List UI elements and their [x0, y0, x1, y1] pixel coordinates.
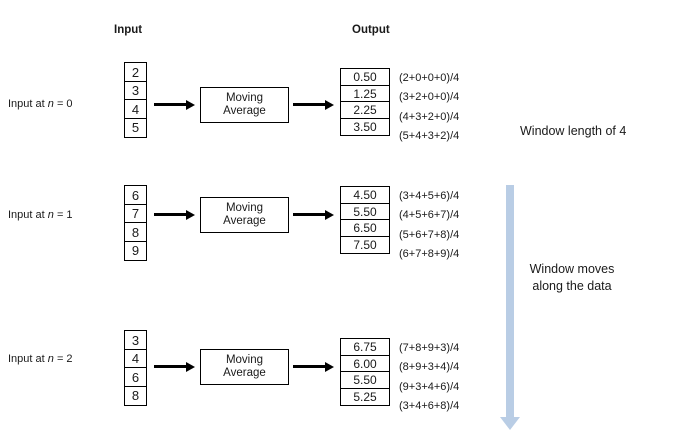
output-cell: 0.50 — [340, 68, 390, 86]
input-header: Input — [114, 24, 143, 36]
formula: (3+4+6+8)/4 — [399, 400, 460, 413]
input-cell: 4 — [124, 348, 147, 369]
formula: (4+5+6+7)/4 — [399, 209, 460, 222]
arrow-head — [325, 209, 334, 220]
output-cell: 5.50 — [340, 371, 390, 389]
formula: (3+4+5+6)/4 — [399, 189, 460, 202]
formula: (5+4+3+2)/4 — [399, 130, 460, 143]
input-cell: 9 — [124, 240, 147, 261]
input-column: 3 4 6 8 — [124, 330, 147, 406]
output-cell: 3.50 — [340, 117, 390, 136]
arrow-right-icon — [154, 361, 195, 372]
input-cell: 8 — [124, 385, 147, 406]
arrow-head — [325, 361, 334, 372]
window-length-note: Window length of 4 — [520, 124, 627, 138]
input-cell: 6 — [124, 185, 147, 205]
row-label: Input at n = 0 — [8, 98, 73, 110]
arrow-head — [186, 361, 195, 372]
moving-average-block: Moving Average — [200, 87, 289, 123]
input-cell: 3 — [124, 80, 147, 101]
arrow-shaft — [293, 213, 325, 216]
formula-column: (3+4+5+6)/4 (4+5+6+7)/4 (5+6+7+8)/4 (6+7… — [399, 186, 459, 264]
window-moves-line2: along the data — [532, 279, 612, 293]
output-cell: 4.50 — [340, 186, 390, 204]
arrow-right-icon — [293, 99, 334, 110]
output-cell: 6.75 — [340, 338, 390, 356]
row-label-pre: Input at — [8, 209, 48, 221]
row-label: Input at n = 2 — [8, 353, 73, 365]
arrow-head — [325, 99, 334, 110]
formula: (9+3+4+6)/4 — [399, 380, 460, 393]
output-cell: 7.50 — [340, 235, 390, 254]
formula: (7+8+9+3)/4 — [399, 341, 460, 354]
formula-column: (2+0+0+0)/4 (3+2+0+0)/4 (4+3+2+0)/4 (5+4… — [399, 68, 459, 146]
row-label-pre: Input at — [8, 353, 48, 365]
input-column: 6 7 8 9 — [124, 185, 147, 261]
formula: (3+2+0+0)/4 — [399, 91, 460, 104]
input-cell: 8 — [124, 222, 147, 242]
arrow-shaft — [293, 103, 325, 106]
output-column: 4.50 5.50 6.50 7.50 — [340, 186, 390, 254]
down-arrow-shaft — [506, 185, 514, 417]
row-label-var: n — [47, 98, 54, 110]
row-label-post: = 0 — [53, 98, 73, 110]
output-cell: 5.25 — [340, 387, 390, 406]
arrow-shaft — [154, 365, 186, 368]
moving-average-label-line2: Average — [223, 367, 266, 379]
input-column: 2 3 4 5 — [124, 62, 147, 138]
input-cell: 4 — [124, 99, 147, 119]
formula: (8+9+3+4)/4 — [399, 361, 460, 374]
moving-average-label-line2: Average — [223, 215, 266, 227]
down-arrow-head — [500, 417, 520, 430]
window-moves-note: Window moves along the data — [516, 261, 628, 295]
formula: (2+0+0+0)/4 — [399, 71, 460, 84]
input-cell: 5 — [124, 117, 147, 138]
arrow-head — [186, 209, 195, 220]
formula: (5+6+7+8)/4 — [399, 228, 460, 241]
arrow-shaft — [293, 365, 325, 368]
arrow-shaft — [154, 103, 186, 106]
moving-average-label-line1: Moving — [225, 354, 264, 366]
output-cell: 2.25 — [340, 101, 390, 119]
row-label-var: n — [47, 209, 54, 221]
output-cell: 1.25 — [340, 84, 390, 103]
moving-average-label-line1: Moving — [225, 92, 264, 104]
input-cell: 3 — [124, 330, 147, 350]
row-label-post: = 1 — [53, 209, 73, 221]
row-label-post: = 2 — [53, 353, 73, 365]
output-column: 6.75 6.00 5.50 5.25 — [340, 338, 390, 406]
formula: (4+3+2+0)/4 — [399, 110, 460, 123]
moving-average-block: Moving Average — [200, 349, 289, 385]
output-cell: 5.50 — [340, 202, 390, 221]
row-label-pre: Input at — [8, 98, 48, 110]
output-column: 0.50 1.25 2.25 3.50 — [340, 68, 390, 136]
output-cell: 6.00 — [340, 354, 390, 373]
arrow-right-icon — [293, 361, 334, 372]
row-label-var: n — [47, 353, 54, 365]
moving-average-label-line1: Moving — [225, 202, 264, 214]
formula-column: (7+8+9+3)/4 (8+9+3+4)/4 (9+3+4+6)/4 (3+4… — [399, 338, 459, 416]
output-header: Output — [352, 24, 390, 36]
arrow-shaft — [154, 213, 186, 216]
input-cell: 2 — [124, 62, 147, 82]
formula: (6+7+8+9)/4 — [399, 248, 460, 261]
window-moves-line1: Window moves — [529, 262, 615, 276]
arrow-right-icon — [154, 99, 195, 110]
down-arrow-icon — [500, 185, 520, 430]
arrow-right-icon — [293, 209, 334, 220]
row-label: Input at n = 1 — [8, 209, 73, 221]
input-cell: 7 — [124, 203, 147, 224]
arrow-head — [186, 99, 195, 110]
moving-average-label-line2: Average — [223, 105, 266, 117]
arrow-right-icon — [154, 209, 195, 220]
output-cell: 6.50 — [340, 219, 390, 237]
input-cell: 6 — [124, 367, 147, 387]
moving-average-block: Moving Average — [200, 197, 289, 233]
